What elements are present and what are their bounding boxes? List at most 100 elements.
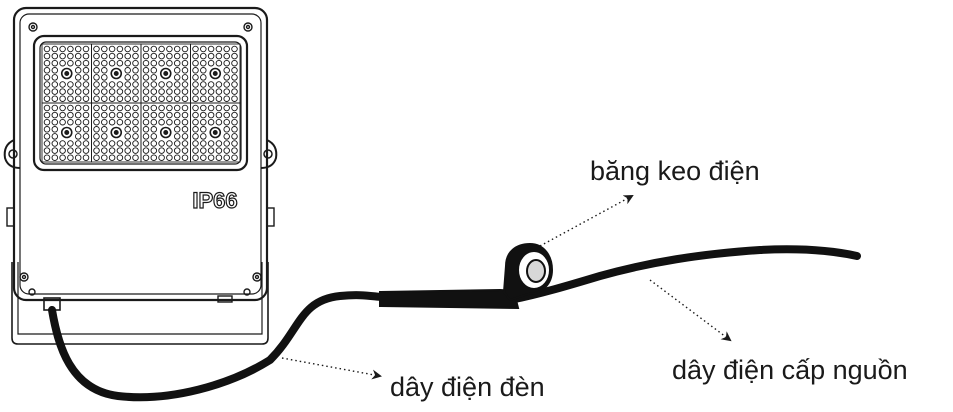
led-dot [43,52,51,60]
led-dot [192,147,199,154]
led-dot [59,140,66,147]
led-dot [51,126,59,133]
led-dot [59,52,66,60]
led-dot [43,59,51,67]
led-dot [223,133,230,140]
led-dot [93,52,100,60]
led-dot [142,133,150,140]
led-dot [215,111,223,119]
led-dot [142,140,150,147]
led-dot [67,118,74,126]
led-dot [223,118,230,126]
led-dot [116,45,124,53]
led-dot [215,95,223,102]
led-dot [207,118,215,126]
module-screw-center [212,71,218,76]
led-dot [51,154,59,161]
led-dot [108,81,116,88]
led-dot [116,140,124,147]
led-dot [74,74,82,81]
led-dot [223,81,230,88]
electrical-tape-label: băng keo điện [590,156,760,186]
led-dot [67,111,74,119]
module-screw [159,67,172,80]
led-dot [132,133,139,140]
led-dot [181,140,189,147]
led-dot [231,52,238,60]
led-dot [192,118,199,126]
led-dot [101,126,108,133]
led-dot [51,59,59,67]
led-dot [132,95,139,102]
led-dot [166,147,173,154]
led-dot [173,133,181,140]
led-dot [166,104,173,112]
led-dot [231,154,238,161]
led-dot [74,140,82,147]
led-dot [74,52,82,60]
led-dot [74,45,82,53]
led-dot [173,81,181,88]
led-dot [67,140,74,147]
led-dot [192,81,199,88]
led-dot [192,126,199,133]
led-dot [116,95,124,102]
led-dot [132,52,139,60]
led-dot [43,126,51,133]
led-dot [59,59,66,67]
led-dot [82,104,90,112]
led-module-grid [41,43,241,163]
led-dot [207,147,215,154]
led-dot [173,74,181,81]
led-dot [200,45,207,53]
led-dot [101,147,108,154]
led-dot [108,111,116,119]
led-dot [158,59,165,67]
led-dot [43,154,51,161]
right-hinge [260,139,278,169]
led-dot [142,111,150,119]
led-dot [132,104,139,112]
led-dot [150,126,158,133]
ip-rating-label: IP66 [192,188,237,213]
lamp-wire [48,291,386,402]
led-dot [192,59,199,67]
left-hinge [3,139,21,169]
led-dot [207,45,215,53]
module-screw [209,67,222,80]
led-dot [108,154,116,161]
led-dot [67,95,74,102]
led-dot [181,88,189,95]
led-dot [132,154,139,161]
led-dot [93,95,100,102]
led-dot [43,74,51,81]
led-dot [181,104,189,112]
led-dot [101,74,108,81]
module-screw-center [212,130,218,135]
led-dot [142,74,150,81]
led-dot [223,52,230,60]
led-dot [166,154,173,161]
led-dot [116,52,124,60]
led-dot [231,126,238,133]
led-dot [43,95,51,102]
led-dot [101,104,108,112]
led-dot [59,81,66,88]
led-dot [173,111,181,119]
led-dot [207,81,215,88]
led-dot [101,59,108,67]
led-dot [67,52,74,60]
led-dot [223,45,230,53]
led-dot [101,88,108,95]
led-dot [116,104,124,112]
module-screw-center [113,71,119,76]
module-screw-center [163,130,169,135]
led-dot [200,126,207,133]
led-dot [93,111,100,119]
led-dot [200,88,207,95]
led-dot [181,52,189,60]
led-dot [108,104,116,112]
led-dot [166,45,173,53]
led-dot [51,118,59,126]
led-dot [51,88,59,95]
